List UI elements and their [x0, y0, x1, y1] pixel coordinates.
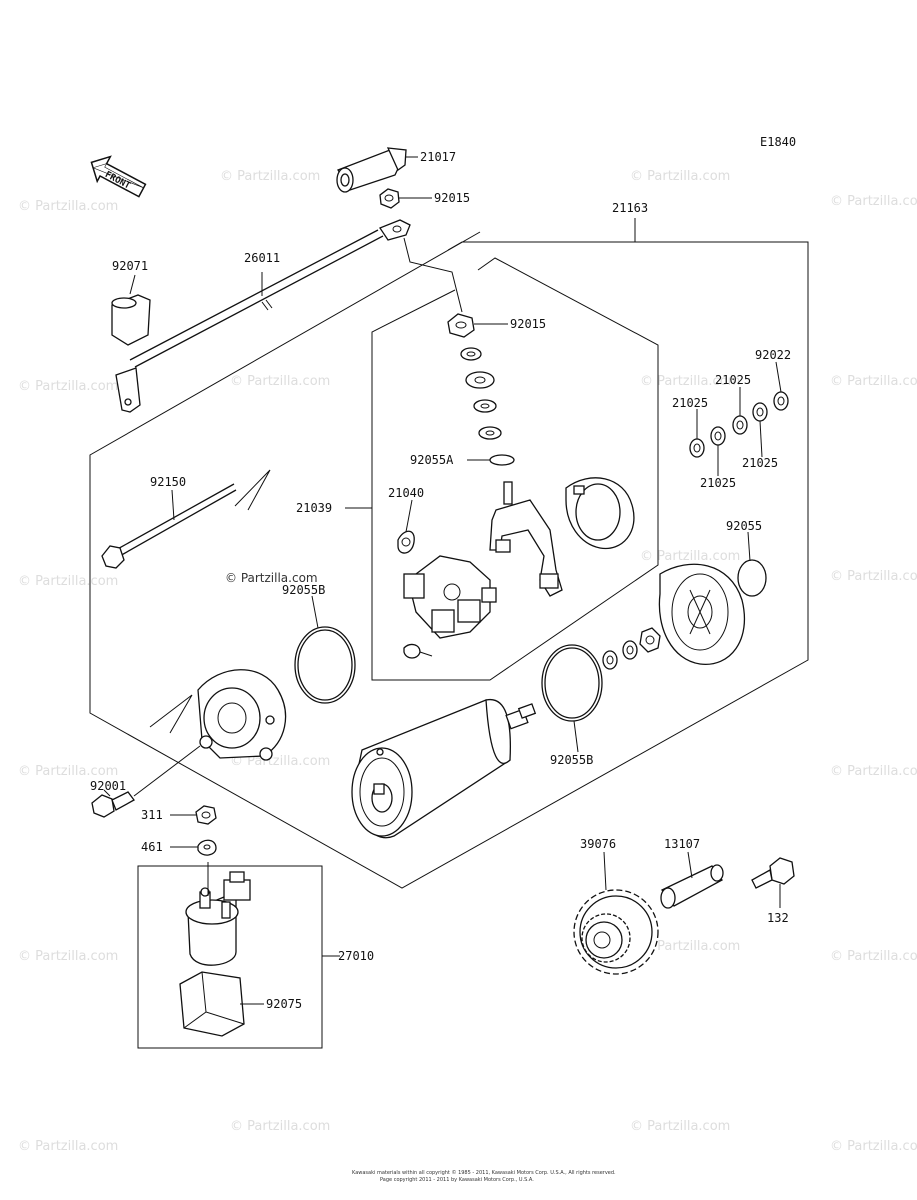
watermark-text: © Partzilla.com [830, 764, 917, 779]
part-number-label: 92071 [112, 259, 148, 273]
watermark-text: © Partzilla.com [830, 1139, 917, 1154]
part-27010-solenoid [185, 862, 251, 966]
part-number-label: 92001 [90, 779, 126, 793]
watermark-text: © Partzilla.com [830, 569, 917, 584]
part-number-label: 26011 [244, 251, 280, 265]
part-21017-boot [336, 147, 418, 193]
part-number-label: 21025 [700, 476, 736, 490]
watermark-text: © Partzilla.com [830, 194, 917, 209]
part-number-label: 92055B [550, 753, 593, 767]
watermark-text: © Partzilla.com [230, 1119, 330, 1134]
assembly-frame-21039 [345, 257, 659, 681]
watermark-text: © Partzilla.com [230, 754, 330, 769]
part-brush-plate [403, 555, 497, 659]
part-132-bolt [751, 857, 795, 908]
part-92150-bolt [101, 483, 237, 569]
part-number-label: 21017 [420, 150, 456, 164]
part-number-label: 27010 [338, 949, 374, 963]
assembly-frame-21163 [89, 218, 809, 889]
watermark-text: © Partzilla.com [18, 379, 118, 394]
part-number-label: 92022 [755, 348, 791, 362]
part-motor-body [351, 698, 537, 839]
part-number-label: 21025 [715, 373, 751, 387]
watermark-grid: © Partzilla.com © Partzilla.com © Partzi… [18, 169, 917, 1154]
part-number-label: 21040 [388, 486, 424, 500]
part-end-cover [658, 563, 746, 665]
watermark-text: © Partzilla.com [18, 949, 118, 964]
part-26011-cable [115, 219, 463, 413]
part-461-washer [170, 839, 217, 856]
part-yoke-ring [565, 477, 635, 550]
part-number-label: 92075 [266, 997, 302, 1011]
watermark-text: © Partzilla.com [830, 949, 917, 964]
assembly-frame-27010 [137, 865, 340, 1049]
watermark-text: © Partzilla.com [18, 1139, 118, 1154]
part-92055B-oring-left [294, 595, 356, 704]
washers-small [602, 627, 661, 670]
part-92055B-oring-right [541, 644, 603, 753]
part-number-label: 461 [141, 840, 163, 854]
part-number-label: 92055B [282, 583, 325, 597]
part-number-label: 21025 [672, 396, 708, 410]
part-311-nut [170, 805, 217, 825]
part-number-label: 21025 [742, 456, 778, 470]
part-92075-cover [179, 971, 264, 1037]
watermark-text: © Partzilla.com [640, 939, 740, 954]
watermark-text: © Partzilla.com [630, 169, 730, 184]
part-number-label: 92055 [726, 519, 762, 533]
watermark-text: © Partzilla.com [18, 199, 118, 214]
part-number-label: 39076 [580, 837, 616, 851]
part-92001-bolt [91, 745, 201, 818]
part-39076-gear [573, 851, 659, 975]
part-21040-spring [397, 499, 415, 554]
center-watermark: © Partzilla.com [225, 571, 318, 585]
part-92071-cap [111, 274, 151, 346]
part-front-cover [197, 669, 287, 761]
part-number-label: 92015 [510, 317, 546, 331]
part-brush-lead [489, 481, 563, 597]
diagram-code: E1840 [760, 135, 796, 149]
part-number-label: 92015 [434, 191, 470, 205]
part-number-label: 13107 [664, 837, 700, 851]
washer-stack [460, 347, 515, 466]
watermark-text: © Partzilla.com [640, 374, 740, 389]
copyright-line-2: Page copyright 2011 - 2011 by Kawasaki M… [380, 1177, 534, 1183]
watermark-text: © Partzilla.com [230, 374, 330, 389]
part-number-label: 92055A [410, 453, 454, 467]
watermark-text: © Partzilla.com [630, 1119, 730, 1134]
part-92015-nut [379, 188, 432, 209]
watermark-text: © Partzilla.com [18, 574, 118, 589]
part-number-label: 132 [767, 911, 789, 925]
part-92055-oring [737, 531, 767, 597]
copyright-line-1: Kawasaki materials within all copyright … [352, 1169, 616, 1176]
part-number-label: 21039 [296, 501, 332, 515]
part-92015-nut-lower [447, 313, 508, 338]
watermark-text: © Partzilla.com [830, 374, 917, 389]
watermark-text: © Partzilla.com [18, 764, 118, 779]
washers-21025 [689, 361, 789, 476]
part-number-label: 21163 [612, 201, 648, 215]
watermark-text: © Partzilla.com [640, 549, 740, 564]
part-number-label: 92150 [150, 475, 186, 489]
front-arrow-icon: FRONT [90, 155, 147, 198]
watermark-text: © Partzilla.com [220, 169, 320, 184]
part-13107-shaft [660, 851, 724, 909]
part-number-label: 311 [141, 808, 163, 822]
